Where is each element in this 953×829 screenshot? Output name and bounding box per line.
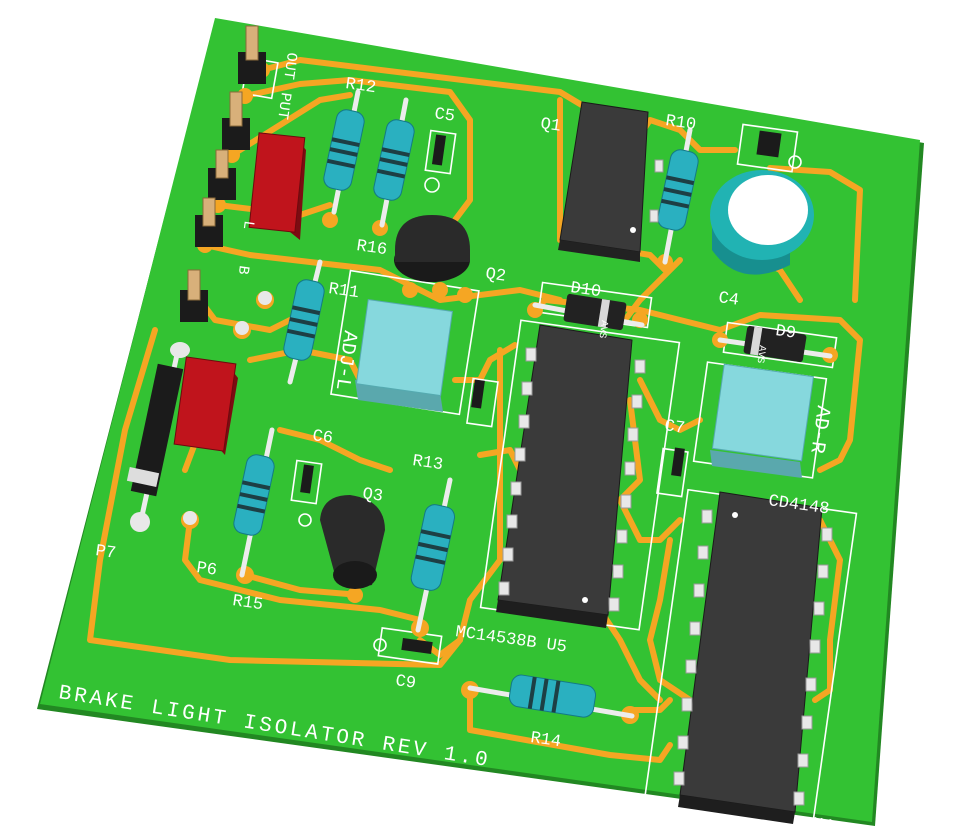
ic-u5	[496, 324, 633, 628]
label-u4: U4	[811, 815, 834, 829]
label-c6: C6	[311, 427, 334, 449]
jumper-bottom	[173, 356, 238, 455]
resistor-r13	[410, 477, 456, 633]
ic-pins	[498, 159, 833, 806]
label-r10: R10	[664, 112, 697, 135]
component-leads	[130, 291, 272, 532]
header-pins	[180, 25, 266, 322]
label-d9-mark: AVS	[754, 344, 767, 363]
label-c4: C4	[717, 289, 740, 311]
label-d10: D10	[569, 279, 602, 302]
resistor-r12	[323, 89, 365, 215]
label-r12: R12	[344, 75, 377, 98]
component-p7	[126, 347, 184, 528]
resistors	[233, 89, 699, 719]
small-capacitors	[300, 130, 782, 655]
header-pin-5	[180, 269, 208, 322]
header-pin-1	[238, 25, 266, 84]
label-d10-mark: AVS	[596, 319, 609, 338]
label-r14: R14	[529, 729, 562, 752]
label-c7: C7	[663, 417, 686, 439]
label-c9: C9	[394, 672, 417, 694]
label-d9: D9	[774, 322, 797, 344]
transistor-q2	[394, 215, 470, 282]
label-b: B	[234, 264, 252, 275]
label-put: PUT	[273, 91, 294, 120]
transistor-q3	[320, 495, 385, 589]
resistor-r10	[657, 127, 699, 265]
header-pin-4	[195, 197, 223, 247]
resistor-r16	[373, 97, 415, 228]
integrated-circuits	[496, 101, 823, 824]
label-r15: R15	[231, 592, 264, 615]
resistor-r11	[283, 259, 325, 385]
label-r16: R16	[355, 237, 388, 260]
label-q3: Q3	[361, 485, 384, 507]
label-q1: Q1	[539, 115, 562, 137]
resistor-r14	[467, 674, 635, 719]
ic-q1	[558, 101, 649, 262]
jumpers	[173, 132, 306, 455]
diode-d10	[532, 293, 645, 331]
label-c5: C5	[433, 105, 456, 127]
label-p7: P7	[94, 542, 117, 564]
pot-adj-l	[355, 298, 453, 412]
header-pin-3	[208, 149, 236, 200]
diode-d9	[717, 325, 833, 363]
label-p6: P6	[195, 559, 218, 581]
ic-u4	[678, 491, 823, 824]
potentiometers	[355, 298, 814, 478]
capacitor-c4	[710, 170, 814, 275]
label-out: OUT	[279, 51, 300, 80]
label-l: L	[239, 219, 257, 230]
label-r13: R13	[411, 452, 444, 475]
label-q2: Q2	[484, 265, 507, 287]
diodes	[532, 293, 833, 363]
resistor-r15	[233, 427, 275, 578]
header-pin-2	[222, 91, 250, 150]
pot-ad-r	[710, 363, 814, 478]
transistors	[320, 215, 470, 589]
label-r11: R11	[327, 280, 360, 303]
jumper-top	[248, 132, 306, 240]
